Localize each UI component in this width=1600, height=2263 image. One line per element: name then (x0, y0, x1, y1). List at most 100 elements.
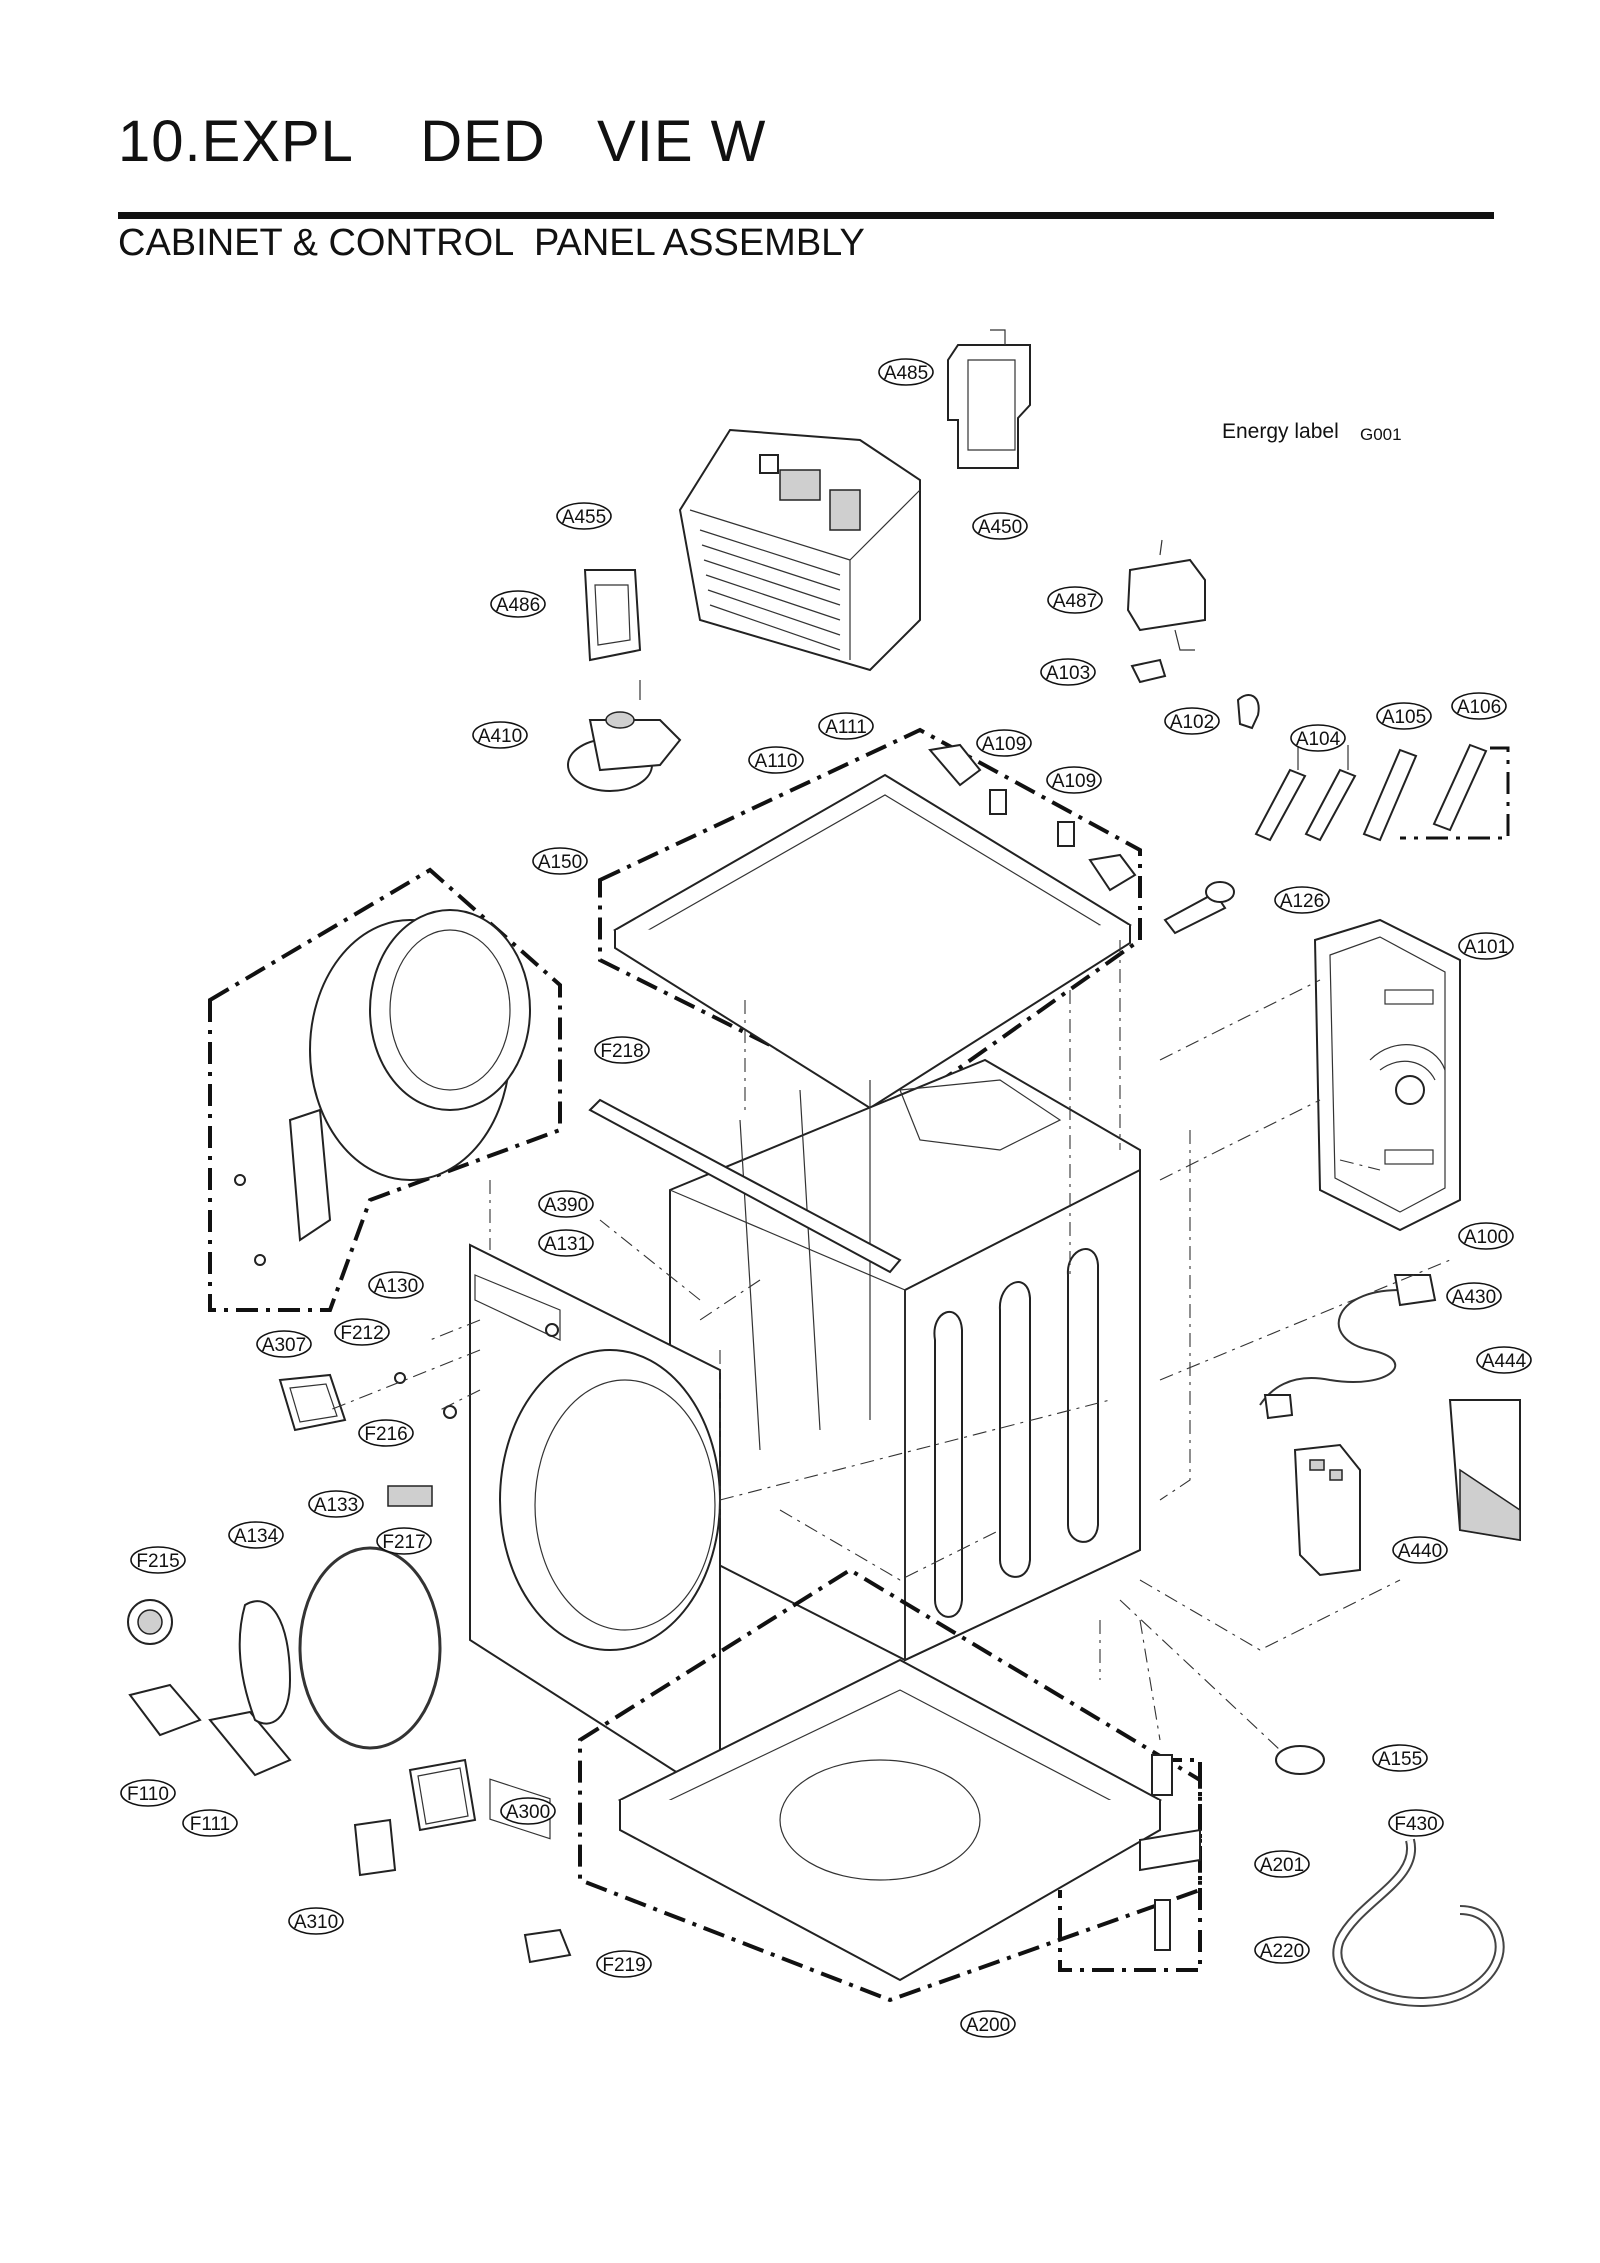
callout-text: A109 (982, 734, 1026, 755)
callout-bubble (490, 590, 546, 618)
callout-text: A106 (1457, 697, 1501, 718)
part-a106-damper-group (1400, 743, 1510, 840)
part-a104-shock-absorbers (1254, 745, 1357, 842)
callout-text: A450 (978, 517, 1022, 538)
callout-a102: A102 (1164, 707, 1220, 735)
part-a155-cap (1275, 1745, 1325, 1775)
callout-a310: A310 (288, 1907, 344, 1935)
callout-a444: A444 (1476, 1346, 1532, 1374)
callout-a111: A111 (818, 712, 874, 740)
callout-a150: A150 (532, 847, 588, 875)
callout-bubble (500, 1797, 556, 1825)
callout-bubble (1254, 1936, 1310, 1964)
callout-f216: F216 (358, 1419, 414, 1447)
callout-a307: A307 (256, 1330, 312, 1358)
callout-bubble (256, 1330, 312, 1358)
callout-a101: A101 (1458, 932, 1514, 960)
callout-a131: A131 (538, 1229, 594, 1257)
callout-f215: F215 (130, 1546, 186, 1574)
callout-bubble (1388, 1809, 1444, 1837)
part-a200-base (578, 1567, 1202, 2003)
callout-text: F215 (136, 1551, 179, 1572)
title-rule (118, 212, 1494, 219)
part-a126-hose (1163, 881, 1235, 935)
callout-text: A102 (1170, 712, 1214, 733)
callout-bubble (538, 1190, 594, 1218)
callout-f110: F110 (120, 1779, 176, 1807)
callout-a200: A200 (960, 2010, 1016, 2038)
part-f430-drain-hose (1332, 1838, 1505, 2007)
callout-bubble (1446, 1282, 1502, 1310)
callout-bubble (1040, 658, 1096, 686)
callout-bubble (120, 1779, 176, 1807)
callout-text: F111 (190, 1814, 231, 1835)
callout-text: A103 (1046, 663, 1090, 684)
callout-text: A133 (314, 1495, 358, 1516)
callout-f219: F219 (596, 1950, 652, 1978)
callout-text: A486 (496, 595, 540, 616)
callout-text: A390 (544, 1195, 588, 1216)
part-a103-clip (1130, 658, 1167, 684)
callout-a440: A440 (1392, 1536, 1448, 1564)
callout-a133: A133 (308, 1490, 364, 1518)
callout-a390: A390 (538, 1190, 594, 1218)
callout-text: A105 (1382, 707, 1426, 728)
part-a440-noise-filter (1293, 1443, 1361, 1577)
part-a133-ring (298, 1546, 442, 1750)
callout-bubble (878, 358, 934, 386)
callout-a105: A105 (1376, 702, 1432, 730)
callout-bubble (1458, 1222, 1514, 1250)
part-a310-cover (353, 1818, 397, 1877)
callout-text: F212 (340, 1323, 383, 1344)
callout-a103: A103 (1040, 658, 1096, 686)
callout-a220: A220 (1254, 1936, 1310, 1964)
callout-bubble (1047, 586, 1103, 614)
part-f215-knob (127, 1599, 173, 1645)
callout-bubble (368, 1271, 424, 1299)
callout-text: A310 (294, 1912, 338, 1933)
part-a307-dispenser-housing (278, 1373, 347, 1432)
callout-f111: F111 (182, 1809, 238, 1837)
part-a485-bracket (947, 329, 1031, 469)
callout-text: A126 (1280, 891, 1324, 912)
callout-bubble (182, 1809, 238, 1837)
callout-a130: A130 (368, 1271, 424, 1299)
part-a201-foot-bracket (1058, 1754, 1202, 1972)
callout-text: A410 (478, 726, 522, 747)
callout-bubble (818, 712, 874, 740)
callout-text: A201 (1260, 1855, 1304, 1876)
callout-f430: F430 (1388, 1809, 1444, 1837)
callout-text: A485 (884, 363, 928, 384)
callout-text: A111 (825, 717, 867, 738)
callout-f212: F212 (334, 1318, 390, 1346)
callout-bubble (532, 847, 588, 875)
callout-text: A110 (755, 751, 798, 772)
callout-bubble (308, 1490, 364, 1518)
callout-bubble (472, 721, 528, 749)
part-a130-front-panel (469, 1243, 721, 1840)
callout-a100: A100 (1458, 1222, 1514, 1250)
callout-a486: A486 (490, 590, 546, 618)
part-a110-top-plate (598, 727, 1142, 1113)
part-a444-cover (1448, 1399, 1521, 1542)
callout-text: F110 (127, 1784, 169, 1805)
energy-label-code: G001 (1360, 425, 1402, 444)
callout-bubble (334, 1318, 390, 1346)
part-f218-strip (588, 1098, 902, 1274)
part-a410-pump (567, 711, 682, 792)
part-a150-door (208, 867, 562, 1312)
callout-a485: A485 (878, 358, 934, 386)
callout-a134: A134 (228, 1521, 284, 1549)
callout-a109: A109 (1046, 766, 1102, 794)
callout-text: A155 (1378, 1749, 1422, 1770)
part-a300-display-housing (408, 1758, 477, 1832)
callout-text: A220 (1260, 1941, 1304, 1962)
part-cabinet-body (669, 1058, 1141, 1662)
part-a102-hook (1236, 694, 1260, 730)
callout-a410: A410 (472, 721, 528, 749)
callout-bubble (972, 512, 1028, 540)
part-f217-label (387, 1485, 433, 1507)
callout-bubble (1458, 932, 1514, 960)
